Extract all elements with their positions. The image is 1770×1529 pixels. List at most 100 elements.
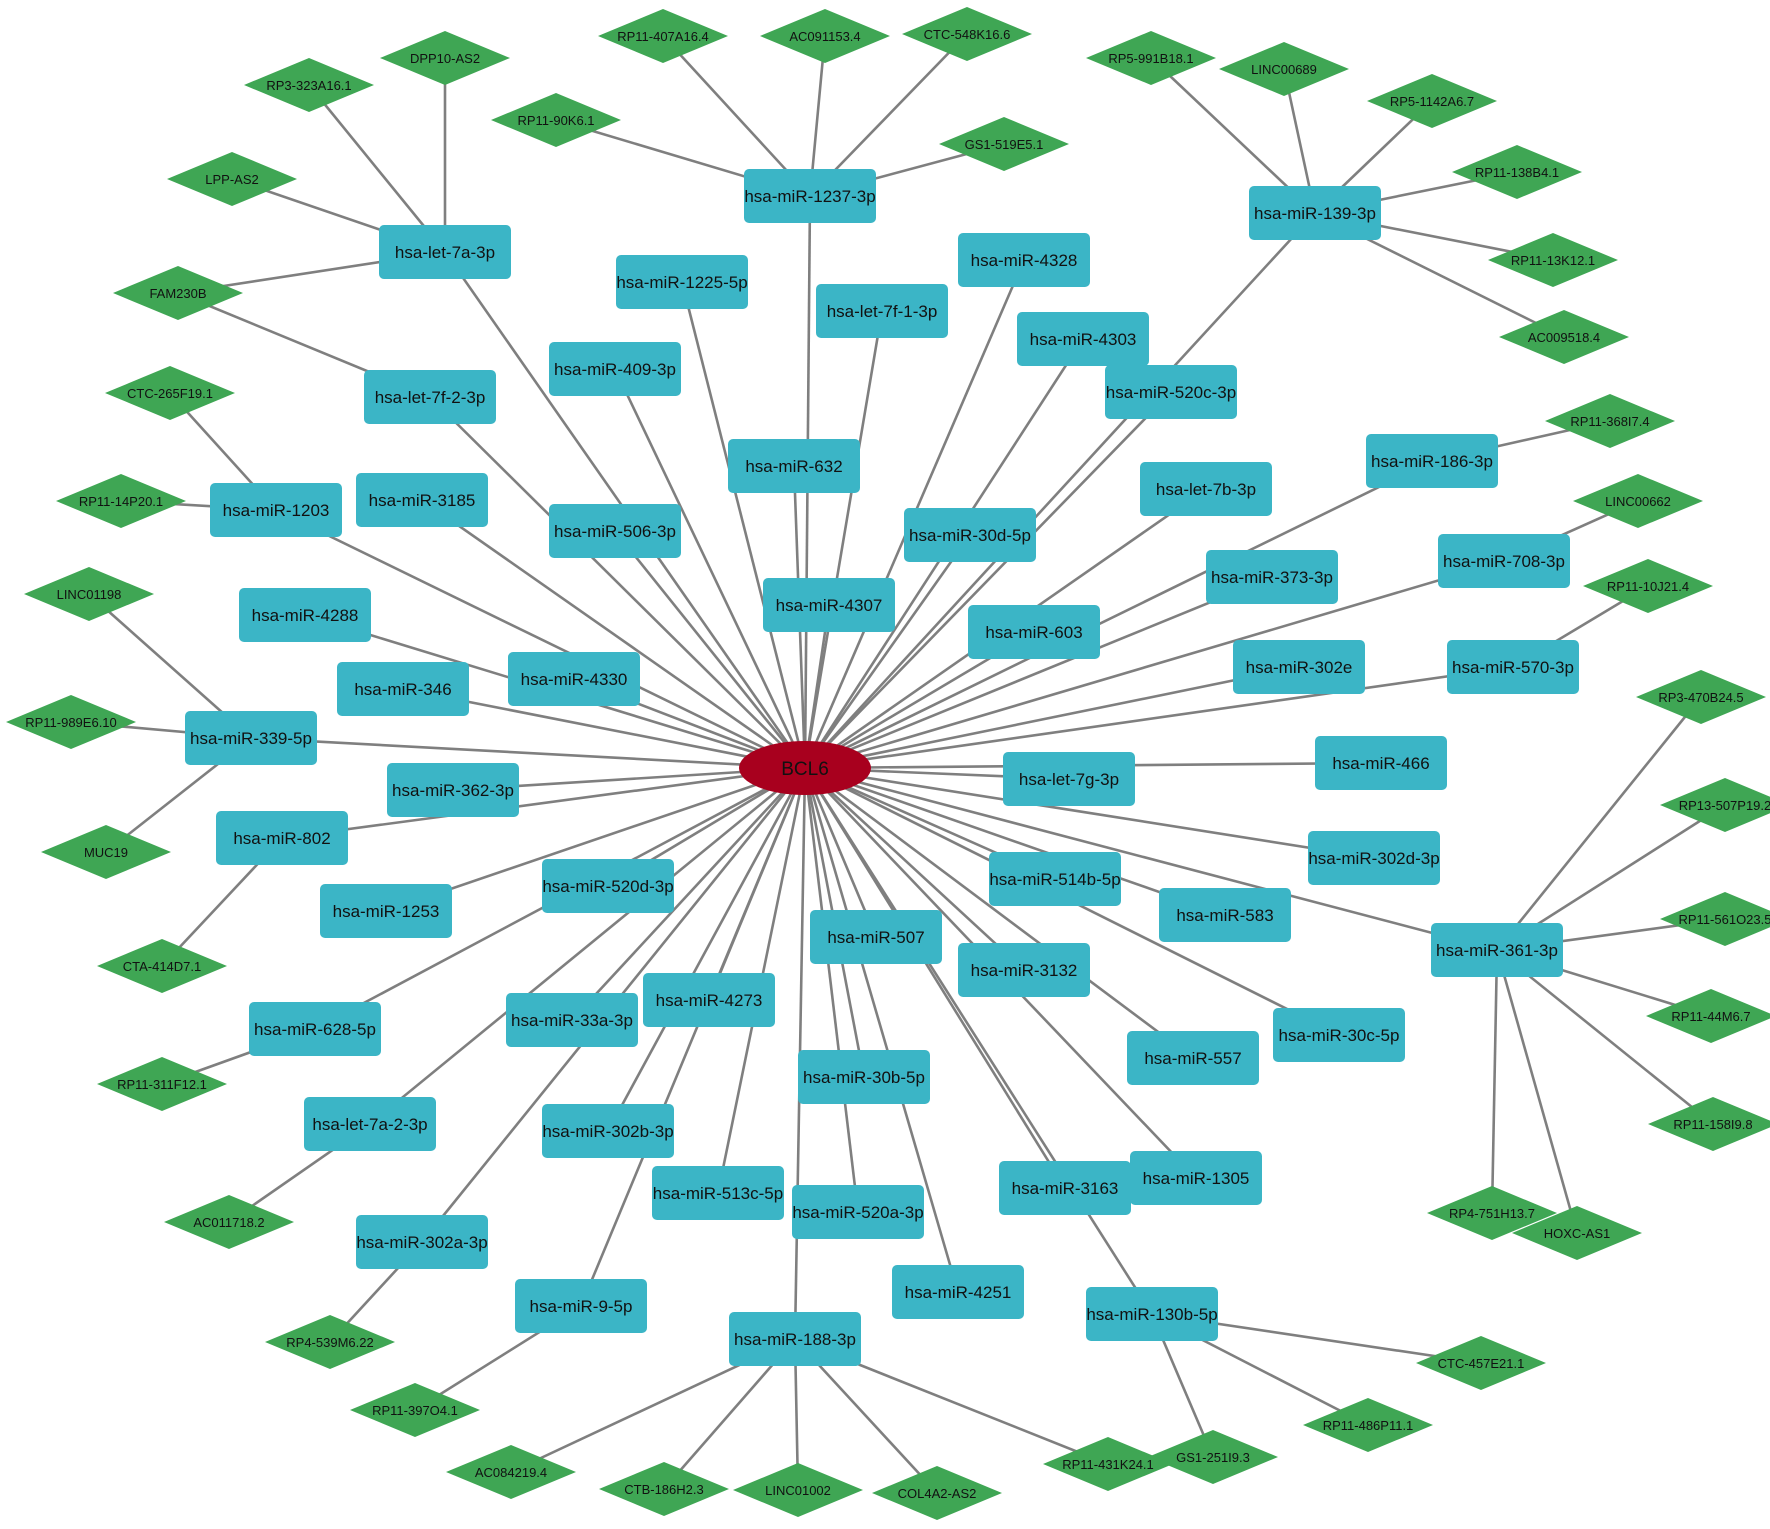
mirna-node-hsa-mir-507[interactable]: hsa-miR-507 — [810, 910, 942, 964]
mirna-node-hsa-mir-708-3p[interactable]: hsa-miR-708-3p — [1438, 534, 1570, 588]
lncrna-node-rp11-397o4-1[interactable]: RP11-397O4.1 — [350, 1383, 480, 1437]
mirna-node-hsa-mir-802[interactable]: hsa-miR-802 — [216, 811, 348, 865]
mirna-node-hsa-mir-3185[interactable]: hsa-miR-3185 — [356, 473, 488, 527]
lncrna-node-linc00689[interactable]: LINC00689 — [1219, 42, 1349, 96]
lncrna-node-ctc-265f19-1[interactable]: CTC-265F19.1 — [105, 366, 235, 420]
mirna-node-hsa-mir-30d-5p[interactable]: hsa-miR-30d-5p — [904, 508, 1036, 562]
lncrna-node-rp11-44m6-7[interactable]: RP11-44M6.7 — [1646, 989, 1770, 1043]
lncrna-node-fam230b[interactable]: FAM230B — [113, 266, 243, 320]
mirna-node-hsa-mir-1237-3p[interactable]: hsa-miR-1237-3p — [744, 169, 876, 223]
mirna-node-hsa-mir-466[interactable]: hsa-miR-466 — [1315, 736, 1447, 790]
mirna-node-hsa-mir-4307[interactable]: hsa-miR-4307 — [763, 578, 895, 632]
lncrna-node-ac084219-4[interactable]: AC084219.4 — [446, 1445, 576, 1499]
mirna-node-hsa-mir-570-3p[interactable]: hsa-miR-570-3p — [1447, 640, 1579, 694]
lncrna-node-rp13-507p19-2[interactable]: RP13-507P19.2 — [1660, 778, 1770, 832]
lncrna-node-linc00662[interactable]: LINC00662 — [1573, 474, 1703, 528]
mirna-node-hsa-mir-302d-3p[interactable]: hsa-miR-302d-3p — [1308, 831, 1440, 885]
lncrna-node-hoxc-as1[interactable]: HOXC-AS1 — [1512, 1206, 1642, 1260]
lncrna-node-rp4-539m6-22[interactable]: RP4-539M6.22 — [265, 1315, 395, 1369]
mirna-node-hsa-mir-603[interactable]: hsa-miR-603 — [968, 605, 1100, 659]
mirna-node-hsa-mir-4273[interactable]: hsa-miR-4273 — [643, 973, 775, 1027]
mirna-node-hsa-mir-1203[interactable]: hsa-miR-1203 — [210, 483, 342, 537]
mirna-node-hsa-mir-346[interactable]: hsa-miR-346 — [337, 662, 469, 716]
lncrna-node-rp11-368i7-4[interactable]: RP11-368I7.4 — [1545, 394, 1675, 448]
lncrna-node-rp11-138b4-1[interactable]: RP11-138B4.1 — [1452, 145, 1582, 199]
mirna-node-hsa-mir-302b-3p[interactable]: hsa-miR-302b-3p — [542, 1104, 674, 1158]
mirna-node-hsa-mir-373-3p[interactable]: hsa-miR-373-3p — [1206, 550, 1338, 604]
mirna-node-hsa-mir-557[interactable]: hsa-miR-557 — [1127, 1031, 1259, 1085]
mirna-node-hsa-mir-188-3p[interactable]: hsa-miR-188-3p — [729, 1312, 861, 1366]
mirna-node-hsa-mir-139-3p[interactable]: hsa-miR-139-3p — [1249, 186, 1381, 240]
mirna-node-hsa-mir-4303[interactable]: hsa-miR-4303 — [1017, 312, 1149, 366]
mirna-node-hsa-mir-632[interactable]: hsa-miR-632 — [728, 439, 860, 493]
lncrna-node-rp5-991b18-1[interactable]: RP5-991B18.1 — [1086, 31, 1216, 85]
lncrna-node-ctc-457e21-1[interactable]: CTC-457E21.1 — [1416, 1336, 1546, 1390]
lncrna-node-cta-414d7-1[interactable]: CTA-414D7.1 — [97, 939, 227, 993]
lncrna-node-ac011718-2[interactable]: AC011718.2 — [164, 1195, 294, 1249]
mirna-node-hsa-mir-130b-5p[interactable]: hsa-miR-130b-5p — [1086, 1287, 1218, 1341]
lncrna-node-ac009518-4[interactable]: AC009518.4 — [1499, 310, 1629, 364]
lncrna-node-rp3-470b24-5[interactable]: RP3-470B24.5 — [1636, 670, 1766, 724]
mirna-node-hsa-mir-514b-5p[interactable]: hsa-miR-514b-5p — [989, 852, 1121, 906]
mirna-node-hsa-mir-3163[interactable]: hsa-miR-3163 — [999, 1161, 1131, 1215]
lncrna-node-rp11-13k12-1[interactable]: RP11-13K12.1 — [1488, 233, 1618, 287]
lncrna-node-linc01002[interactable]: LINC01002 — [733, 1463, 863, 1517]
mirna-node-hsa-mir-583[interactable]: hsa-miR-583 — [1159, 888, 1291, 942]
lncrna-node-linc01198[interactable]: LINC01198 — [24, 567, 154, 621]
mirna-node-hsa-mir-9-5p[interactable]: hsa-miR-9-5p — [515, 1279, 647, 1333]
lncrna-node-rp4-751h13-7[interactable]: RP4-751H13.7 — [1427, 1186, 1557, 1240]
mirna-node-hsa-let-7b-3p[interactable]: hsa-let-7b-3p — [1140, 462, 1272, 516]
mirna-node-hsa-mir-4288[interactable]: hsa-miR-4288 — [239, 588, 371, 642]
lncrna-node-rp11-486p11-1[interactable]: RP11-486P11.1 — [1303, 1398, 1433, 1452]
mirna-node-hsa-mir-302a-3p[interactable]: hsa-miR-302a-3p — [356, 1215, 488, 1269]
mirna-node-hsa-mir-520c-3p[interactable]: hsa-miR-520c-3p — [1105, 365, 1237, 419]
lncrna-node-rp5-1142a6-7[interactable]: RP5-1142A6.7 — [1367, 74, 1497, 128]
lncrna-node-col4a2-as2[interactable]: COL4A2-AS2 — [872, 1466, 1002, 1520]
lncrna-node-rp11-10j21-4[interactable]: RP11-10J21.4 — [1583, 559, 1713, 613]
lncrna-node-dpp10-as2[interactable]: DPP10-AS2 — [380, 31, 510, 85]
mirna-node-hsa-mir-30b-5p[interactable]: hsa-miR-30b-5p — [798, 1050, 930, 1104]
lncrna-node-ctb-186h2-3[interactable]: CTB-186H2.3 — [599, 1462, 729, 1516]
mirna-node-hsa-mir-361-3p[interactable]: hsa-miR-361-3p — [1431, 923, 1563, 977]
lncrna-node-gs1-519e5-1[interactable]: GS1-519E5.1 — [939, 117, 1069, 171]
lncrna-node-rp11-14p20-1[interactable]: RP11-14P20.1 — [56, 474, 186, 528]
mirna-node-hsa-mir-1225-5p[interactable]: hsa-miR-1225-5p — [616, 255, 748, 309]
mirna-node-hsa-mir-4330[interactable]: hsa-miR-4330 — [508, 652, 640, 706]
lncrna-node-lpp-as2[interactable]: LPP-AS2 — [167, 152, 297, 206]
mirna-node-hsa-mir-409-3p[interactable]: hsa-miR-409-3p — [549, 342, 681, 396]
mirna-node-hsa-mir-628-5p[interactable]: hsa-miR-628-5p — [249, 1002, 381, 1056]
mirna-node-hsa-let-7a-3p[interactable]: hsa-let-7a-3p — [379, 225, 511, 279]
mirna-node-hsa-let-7f-2-3p[interactable]: hsa-let-7f-2-3p — [364, 370, 496, 424]
mirna-node-hsa-mir-4251[interactable]: hsa-miR-4251 — [892, 1265, 1024, 1319]
mirna-node-hsa-let-7a-2-3p[interactable]: hsa-let-7a-2-3p — [304, 1097, 436, 1151]
mirna-node-hsa-mir-520a-3p[interactable]: hsa-miR-520a-3p — [792, 1185, 924, 1239]
lncrna-node-rp11-158i9-8[interactable]: RP11-158I9.8 — [1648, 1097, 1770, 1151]
mirna-node-hsa-mir-339-5p[interactable]: hsa-miR-339-5p — [185, 711, 317, 765]
lncrna-node-rp11-431k24-1[interactable]: RP11-431K24.1 — [1043, 1437, 1173, 1491]
mirna-node-hsa-mir-3132[interactable]: hsa-miR-3132 — [958, 943, 1090, 997]
mirna-node-hsa-mir-30c-5p[interactable]: hsa-miR-30c-5p — [1273, 1008, 1405, 1062]
hub-node-bcl6[interactable]: BCL6 — [739, 741, 871, 795]
mirna-node-hsa-mir-1253[interactable]: hsa-miR-1253 — [320, 884, 452, 938]
lncrna-node-rp11-407a16-4[interactable]: RP11-407A16.4 — [598, 9, 728, 63]
mirna-node-hsa-mir-506-3p[interactable]: hsa-miR-506-3p — [549, 504, 681, 558]
mirna-node-hsa-mir-520d-3p[interactable]: hsa-miR-520d-3p — [542, 859, 674, 913]
lncrna-node-rp11-989e6-10[interactable]: RP11-989E6.10 — [6, 695, 136, 749]
lncrna-node-rp11-561o23-5[interactable]: RP11-561O23.5 — [1660, 892, 1770, 946]
mirna-node-hsa-mir-302e[interactable]: hsa-miR-302e — [1233, 640, 1365, 694]
mirna-node-hsa-let-7f-1-3p[interactable]: hsa-let-7f-1-3p — [816, 284, 948, 338]
mirna-node-hsa-mir-1305[interactable]: hsa-miR-1305 — [1130, 1151, 1262, 1205]
mirna-node-hsa-mir-362-3p[interactable]: hsa-miR-362-3p — [387, 763, 519, 817]
mirna-node-hsa-mir-4328[interactable]: hsa-miR-4328 — [958, 233, 1090, 287]
mirna-node-hsa-mir-186-3p[interactable]: hsa-miR-186-3p — [1366, 434, 1498, 488]
mirna-node-hsa-mir-33a-3p[interactable]: hsa-miR-33a-3p — [506, 993, 638, 1047]
lncrna-node-rp11-311f12-1[interactable]: RP11-311F12.1 — [97, 1057, 227, 1111]
lncrna-node-ac091153-4[interactable]: AC091153.4 — [760, 9, 890, 63]
mirna-node-hsa-let-7g-3p[interactable]: hsa-let-7g-3p — [1003, 752, 1135, 806]
lncrna-node-rp3-323a16-1[interactable]: RP3-323A16.1 — [244, 58, 374, 112]
mirna-node-hsa-mir-513c-5p[interactable]: hsa-miR-513c-5p — [652, 1166, 784, 1220]
lncrna-node-gs1-251i9-3[interactable]: GS1-251I9.3 — [1148, 1430, 1278, 1484]
lncrna-node-rp11-90k6-1[interactable]: RP11-90K6.1 — [491, 93, 621, 147]
lncrna-node-muc19[interactable]: MUC19 — [41, 825, 171, 879]
lncrna-node-ctc-548k16-6[interactable]: CTC-548K16.6 — [902, 7, 1032, 61]
